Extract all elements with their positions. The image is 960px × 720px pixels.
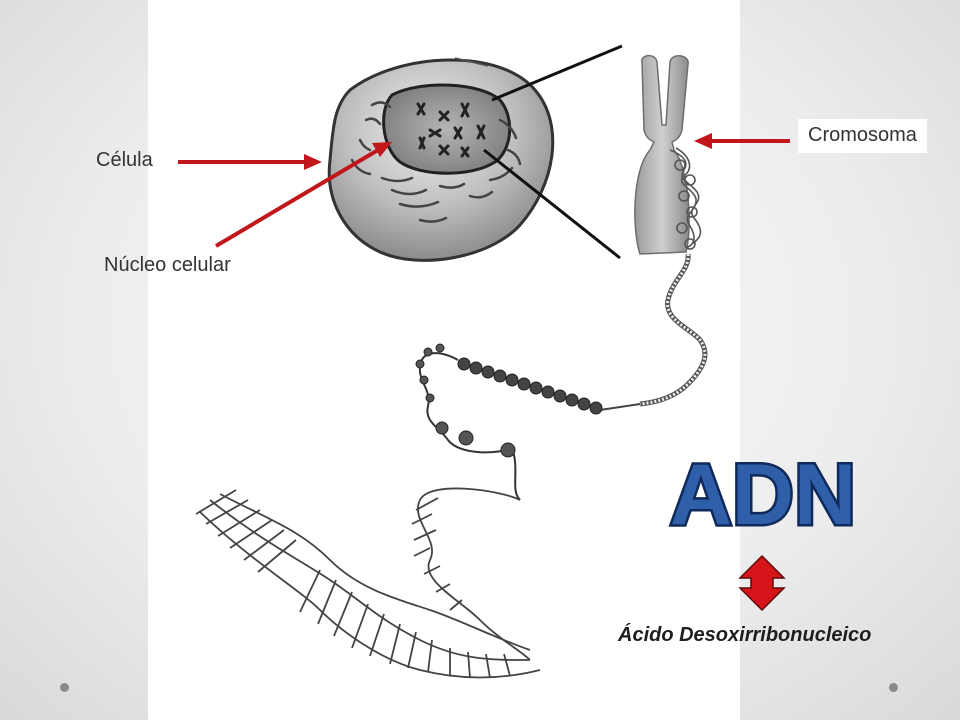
solenoid-drawing <box>415 343 641 501</box>
nav-dot-left-icon <box>60 683 69 692</box>
nav-dot-right-icon <box>889 683 898 692</box>
annotation-arrows <box>178 133 790 248</box>
double-arrow-icon <box>738 554 786 612</box>
chromosome-drawing <box>634 54 708 407</box>
zoom-line-top <box>491 44 623 102</box>
cell-drawing <box>327 57 555 262</box>
nucleus-label: Núcleo celular <box>104 254 231 276</box>
acronym-title: ADN <box>668 452 858 532</box>
zoom-line-bottom <box>483 148 621 260</box>
cell-label: Célula <box>96 149 153 171</box>
arrow-to-nucleus-icon <box>214 148 380 248</box>
acronym-expansion: Ácido Desoxirribonucleico <box>618 624 872 646</box>
acronym-text: ADN <box>670 452 856 532</box>
dna-helix-drawing <box>195 487 541 679</box>
chromosome-label: Cromosoma <box>798 119 927 153</box>
